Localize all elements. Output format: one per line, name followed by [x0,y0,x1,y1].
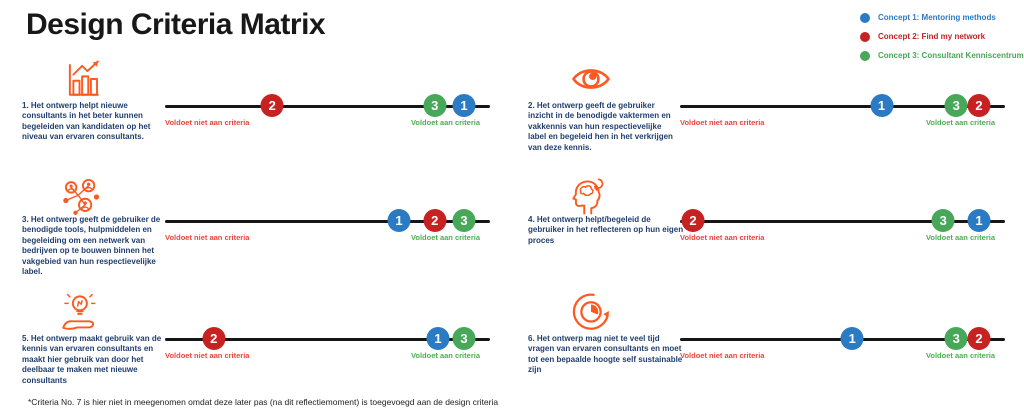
hand-lightbulb-icon [58,292,100,334]
legend: Concept 1: Mentoring methods Concept 2: … [860,8,1024,65]
legend-item-concept-2: Concept 2: Find my network [860,27,1024,46]
legend-label: Concept 3: Consultant Kenniscentrum [878,51,1024,60]
criterion-3-slider: Voldoet niet aan criteria Voldoet aan cr… [165,201,490,245]
criterion-5-slider: Voldoet niet aan criteria Voldoet aan cr… [165,319,490,363]
criterion-3-text: 3. Het ontwerp geeft de gebruiker de ben… [22,215,161,276]
scale-left-label: Voldoet niet aan criteria [680,118,765,127]
scale-right-label: Voldoet aan criteria [925,233,995,242]
concept-1-marker: 1 [870,94,893,117]
criterion-6-text: 6. Het ontwerp mag niet te veel tijd vra… [528,334,683,375]
scale-right-label: Voldoet aan criteria [410,351,480,360]
criterion-6-slider: Voldoet niet aan criteria Voldoet aan cr… [680,319,1005,363]
slider-track [680,220,1005,223]
footnote: *Criteria No. 7 is hier niet in meegenom… [28,397,499,407]
concept-3-marker: 3 [423,94,447,117]
criterion-4-slider: Voldoet niet aan criteria Voldoet aan cr… [680,201,1005,245]
concept-3-marker: 3 [944,327,968,350]
scale-left-label: Voldoet niet aan criteria [165,118,250,127]
concept-3-marker: 3 [931,209,955,232]
concept-2-marker: 2 [681,209,705,232]
scale-left-label: Voldoet niet aan criteria [165,351,250,360]
scale-right-label: Voldoet aan criteria [410,118,480,127]
page-title: Design Criteria Matrix [26,8,326,41]
scale-left-label: Voldoet niet aan criteria [165,233,250,242]
slider-track [165,105,490,108]
concept-1-marker: 1 [840,327,864,350]
network-icon [58,176,100,218]
concept-2-dot-icon [860,31,870,42]
legend-item-concept-1: Concept 1: Mentoring methods [860,8,1024,27]
growth-chart-icon [62,58,104,100]
criterion-2-text: 2. Het ontwerp geeft de gebruiker inzich… [528,101,673,152]
legend-label: Concept 1: Mentoring methods [878,13,996,22]
concept-3-marker: 3 [452,327,476,350]
concept-1-marker: 1 [387,209,411,232]
criterion-1-slider: Voldoet niet aan criteria Voldoet aan cr… [165,86,490,130]
criterion-4-text: 4. Het ontwerp helpt/begeleid de gebruik… [528,215,684,245]
reflection-head-icon [565,175,607,217]
slider-track [165,338,490,341]
concept-3-marker: 3 [452,209,476,232]
criterion-5-text: 5. Het ontwerp maakt gebruik van de kenn… [22,334,162,385]
concept-3-dot-icon [860,50,870,61]
slider-track [165,220,490,223]
concept-2-marker: 2 [260,94,284,117]
concept-2-marker: 2 [423,209,447,232]
scale-left-label: Voldoet niet aan criteria [680,233,765,242]
scale-left-label: Voldoet niet aan criteria [680,351,765,360]
scale-right-label: Voldoet aan criteria [410,233,480,242]
legend-label: Concept 2: Find my network [878,32,986,41]
eye-icon [568,58,614,100]
concept-2-marker: 2 [202,327,226,350]
time-refresh-icon [570,290,612,332]
concept-2-marker: 2 [967,94,991,117]
scale-right-label: Voldoet aan criteria [925,118,995,127]
concept-1-marker: 1 [967,209,991,232]
slider-track [680,105,1005,108]
criterion-1-text: 1. Het ontwerp helpt nieuwe consultants … [22,101,151,142]
concept-1-marker: 1 [426,327,450,350]
concept-1-dot-icon [860,12,870,23]
concept-2-marker: 2 [967,327,991,350]
scale-right-label: Voldoet aan criteria [925,351,995,360]
concept-3-marker: 3 [944,94,968,117]
legend-item-concept-3: Concept 3: Consultant Kenniscentrum [860,46,1024,65]
concept-1-marker: 1 [452,94,476,117]
criterion-2-slider: Voldoet niet aan criteria Voldoet aan cr… [680,86,1005,130]
